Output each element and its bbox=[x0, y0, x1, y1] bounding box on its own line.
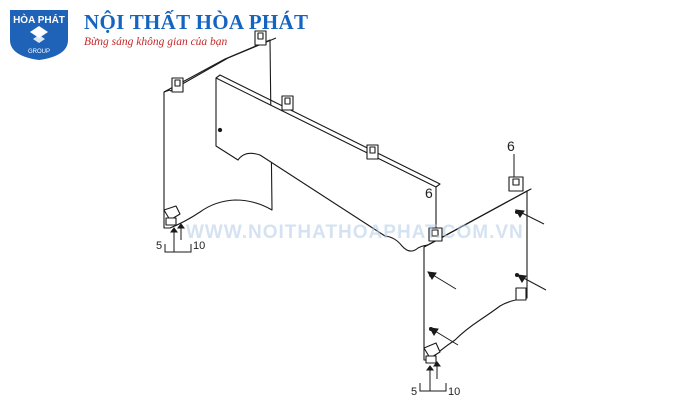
right-foot-leveler bbox=[423, 342, 441, 364]
modesty-panel bbox=[215, 74, 441, 252]
right-fasteners bbox=[419, 361, 447, 392]
brand-slogan: Bừng sáng không gian của bạn bbox=[84, 36, 228, 48]
bracket-mid-2 bbox=[366, 144, 379, 160]
callout-bracket-top: 6 bbox=[507, 138, 515, 154]
bracket-right-inner bbox=[428, 227, 443, 242]
logo-text: HÒA PHÁT bbox=[13, 13, 65, 26]
callout-right-screw: 5 bbox=[411, 386, 417, 398]
brand-header: NỘI THẤT HÒA PHÁT Bừng sáng không gian c… bbox=[84, 10, 308, 48]
bracket-mid-1 bbox=[281, 95, 294, 111]
callout-left-bolt: 10 bbox=[193, 240, 205, 252]
left-fasteners bbox=[164, 223, 192, 253]
logo-sub: GROUP bbox=[28, 49, 50, 55]
bracket-left-top bbox=[171, 77, 184, 93]
watermark: WWW.NOITHATHOAPHAT.COM.VN bbox=[186, 222, 524, 243]
bracket-right-bottom bbox=[515, 287, 527, 301]
hoa-phat-logo: HÒA PHÁT GROUP bbox=[6, 6, 72, 62]
callout-bracket-mid: 6 bbox=[425, 185, 433, 201]
bracket-right-top bbox=[508, 176, 524, 192]
right-end-panel bbox=[423, 188, 532, 361]
bracket-panel-top bbox=[254, 30, 267, 46]
left-foot-leveler bbox=[163, 205, 181, 226]
insertion-arrows bbox=[427, 209, 547, 346]
callout-right-bolt: 10 bbox=[448, 386, 460, 398]
callout-left-screw: 5 bbox=[156, 240, 162, 252]
brand-title: NỘI THẤT HÒA PHÁT bbox=[84, 10, 309, 34]
